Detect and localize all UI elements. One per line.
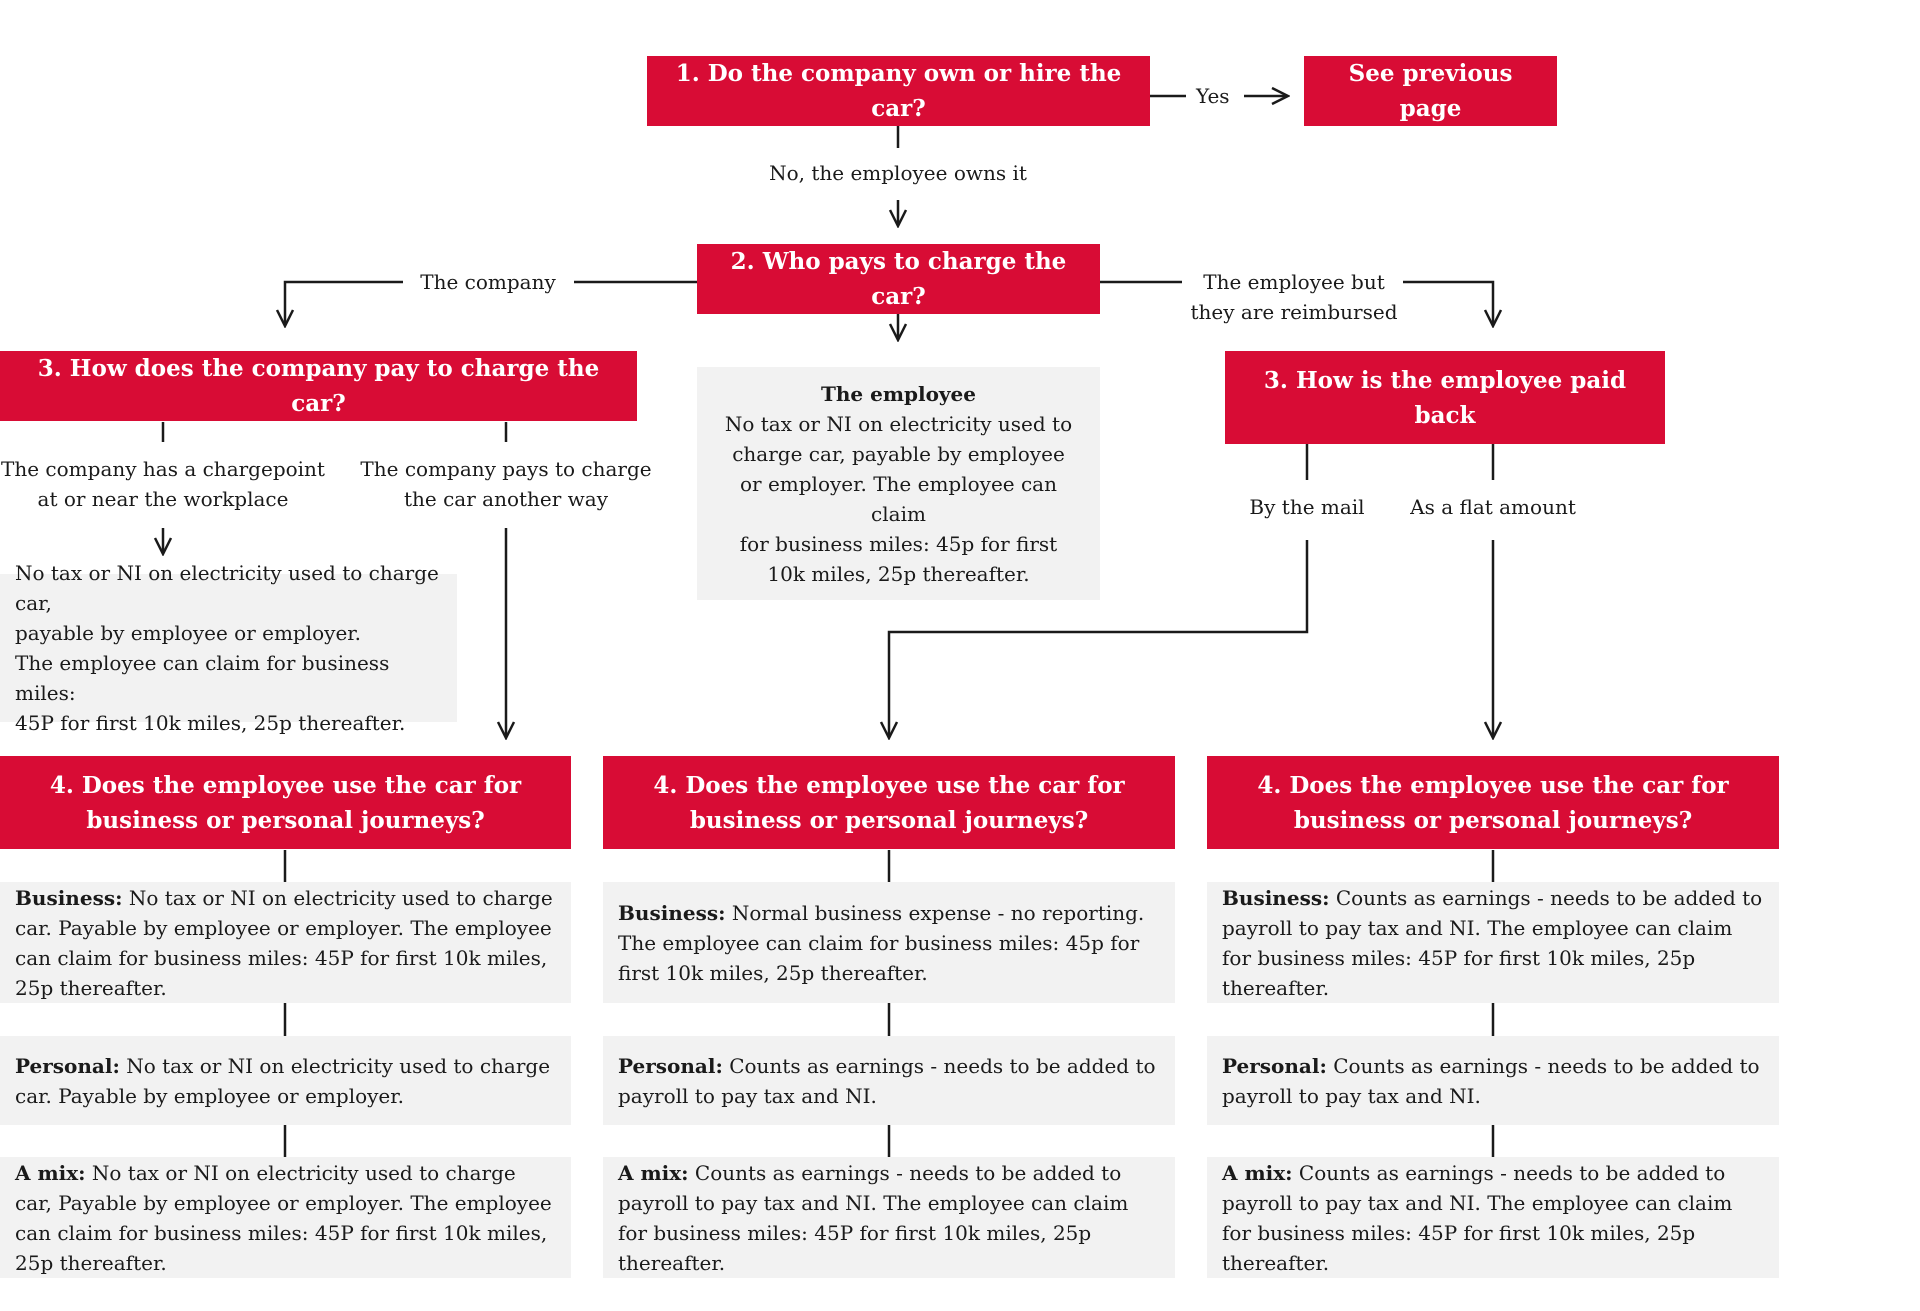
other-way-line2: the car another way xyxy=(403,487,609,511)
q1-no-label: No, the employee owns it xyxy=(769,158,1027,188)
col3-q4-line1: 4. Does the employee use the car for xyxy=(1257,771,1729,799)
q3-employee-option-flat: As a flat amount xyxy=(1410,492,1576,522)
employee-pays-box: The employee No tax or NI on electricity… xyxy=(697,367,1100,600)
q2-question: 2. Who pays to charge the car? xyxy=(730,248,1067,310)
col1-mix-box: A mix: No tax or NI on electricity used … xyxy=(0,1157,571,1278)
employee-pays-line: No tax or NI on electricity used to xyxy=(724,411,1073,436)
col1-business-label: Business: xyxy=(15,885,123,910)
q2-box: 2. Who pays to charge the car? xyxy=(697,244,1100,314)
q3-employee-option-mail: By the mail xyxy=(1249,492,1365,522)
col2-personal-label: Personal: xyxy=(618,1053,723,1078)
col3-business-label: Business: xyxy=(1222,885,1330,910)
see-previous-page-label: See previous page xyxy=(1348,60,1513,122)
col1-q4-line2: business or personal journeys? xyxy=(86,806,485,834)
q3-employee-box: 3. How is the employee paid back xyxy=(1225,351,1665,444)
col1-personal-box: Personal: No tax or NI on electricity us… xyxy=(0,1036,571,1125)
col3-mix-box: A mix: Counts as earnings - needs to be … xyxy=(1207,1157,1779,1278)
chargepoint-line1: The company has a chargepoint xyxy=(1,457,325,481)
chargepoint-result-line: 45P for first 10k miles, 25p thereafter. xyxy=(15,711,406,735)
col2-business-box: Business: Normal business expense - no r… xyxy=(603,882,1175,1003)
col3-personal-text: Counts as earnings - needs to be added t… xyxy=(1222,1053,1760,1108)
q1-box: 1. Do the company own or hire the car? xyxy=(647,56,1150,126)
q2-employee-label: The employee but they are reimbursed xyxy=(1190,267,1398,327)
col2-personal-box: Personal: Counts as earnings - needs to … xyxy=(603,1036,1175,1125)
employee-pays-line: 10k miles, 25p thereafter. xyxy=(767,561,1030,586)
other-way-line1: The company pays to charge xyxy=(360,457,652,481)
connector-q2-company-b xyxy=(285,280,403,326)
col2-mix-text: Counts as earnings - needs to be added t… xyxy=(618,1160,1129,1275)
chargepoint-result-line: No tax or NI on electricity used to char… xyxy=(15,561,439,615)
col1-business-text: No tax or NI on electricity used to char… xyxy=(15,885,553,1000)
col2-business-label: Business: xyxy=(618,900,726,925)
employee-pays-title: The employee xyxy=(821,381,976,406)
q2-employee-label-line1: The employee but xyxy=(1203,270,1385,294)
q3-company-question: 3. How does the company pay to charge th… xyxy=(37,355,600,417)
col2-mix-box: A mix: Counts as earnings - needs to be … xyxy=(603,1157,1175,1278)
chargepoint-result-line: The employee can claim for business mile… xyxy=(15,651,390,705)
connector-mail-arrow xyxy=(889,540,1309,738)
col3-q4-line2: business or personal journeys? xyxy=(1293,806,1693,834)
col1-mix-text: No tax or NI on electricity used to char… xyxy=(15,1160,552,1275)
employee-pays-line: for business miles: 45p for first xyxy=(739,531,1058,556)
col3-mix-text: Counts as earnings - needs to be added t… xyxy=(1222,1160,1733,1275)
q1-yes-label: Yes xyxy=(1196,81,1230,111)
q3-employee-question: 3. How is the employee paid back xyxy=(1263,366,1627,429)
col3-personal-label: Personal: xyxy=(1222,1053,1327,1078)
q3-company-option-chargepoint: The company has a chargepoint at or near… xyxy=(1,454,325,514)
col2-q4-line1: 4. Does the employee use the car for xyxy=(653,771,1125,799)
q1-question: 1. Do the company own or hire the car? xyxy=(675,60,1122,122)
col1-q4-line1: 4. Does the employee use the car for xyxy=(49,771,522,799)
col1-business-box: Business: No tax or NI on electricity us… xyxy=(0,882,571,1003)
chargepoint-result-box: No tax or NI on electricity used to char… xyxy=(0,561,457,735)
col3-q4-box: 4. Does the employee use the car for bus… xyxy=(1207,756,1779,849)
col1-q4-box: 4. Does the employee use the car for bus… xyxy=(0,756,571,849)
col1-mix-label: A mix: xyxy=(15,1160,86,1185)
col2-q4-box: 4. Does the employee use the car for bus… xyxy=(603,756,1175,849)
col2-personal-text: Counts as earnings - needs to be added t… xyxy=(618,1053,1156,1108)
connector-q2-employee-b xyxy=(1403,280,1493,326)
col1-personal-text: No tax or NI on electricity used to char… xyxy=(15,1053,551,1108)
employee-pays-line: charge car, payable by employee xyxy=(732,441,1065,466)
see-previous-page-box[interactable]: See previous page xyxy=(1304,56,1557,126)
col1-personal-label: Personal: xyxy=(15,1053,120,1078)
chargepoint-result-line: payable by employee or employer. xyxy=(15,621,362,645)
q3-company-box: 3. How does the company pay to charge th… xyxy=(0,351,637,421)
col3-business-text: Counts as earnings - needs to be added t… xyxy=(1222,885,1763,1000)
q2-employee-label-line2: they are reimbursed xyxy=(1190,300,1398,324)
col2-q4-line2: business or personal journeys? xyxy=(689,806,1089,834)
q2-company-label: The company xyxy=(420,267,556,297)
col3-personal-box: Personal: Counts as earnings - needs to … xyxy=(1207,1036,1779,1125)
q3-company-option-other-way: The company pays to charge the car anoth… xyxy=(360,454,652,514)
col2-mix-label: A mix: xyxy=(618,1160,689,1185)
col3-mix-label: A mix: xyxy=(1222,1160,1293,1185)
employee-pays-line: or employer. The employee can claim xyxy=(739,471,1057,526)
chargepoint-line2: at or near the workplace xyxy=(37,487,289,511)
col2-business-text: Normal business expense - no reporting. … xyxy=(618,900,1145,985)
col3-business-box: Business: Counts as earnings - needs to … xyxy=(1207,882,1779,1003)
